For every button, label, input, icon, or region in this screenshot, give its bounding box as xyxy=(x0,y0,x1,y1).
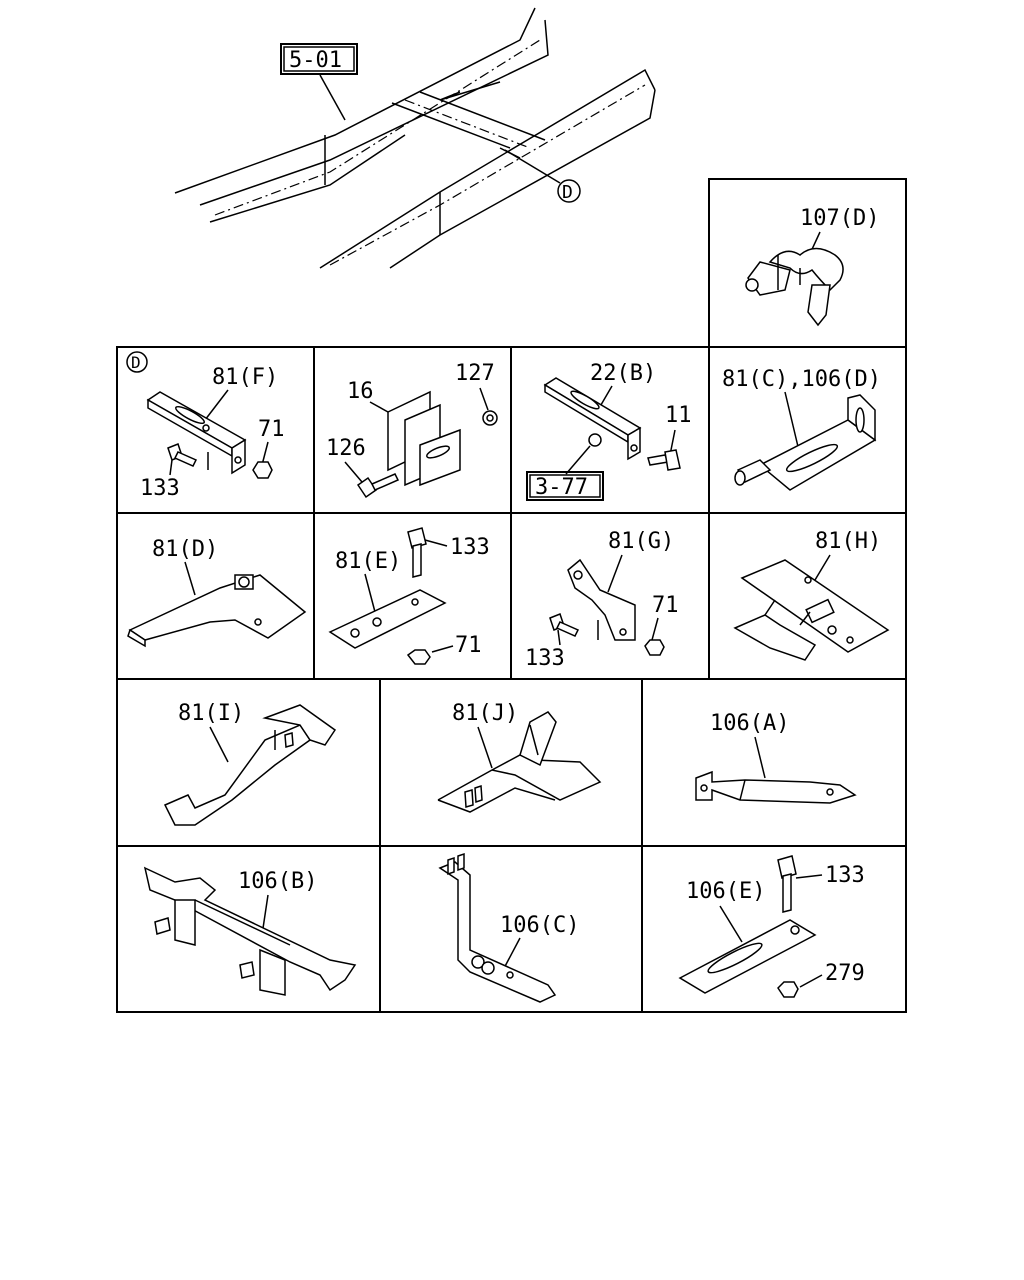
detail-marker-label: D xyxy=(562,182,573,203)
part-label-22b: 22(B) xyxy=(590,361,656,386)
cell-107d: 107(D) xyxy=(745,206,879,327)
part-label-81d: 81(D) xyxy=(152,537,218,562)
part-label-81e: 81(E) xyxy=(335,549,401,574)
part-label-81j: 81(J) xyxy=(452,701,518,726)
part-label-81c-106d: 81(C),106(D) xyxy=(722,367,881,392)
cell-106e: 106(E) 133 279 xyxy=(678,855,865,998)
part-label-81f: 81(F) xyxy=(212,365,278,390)
part-label-107d: 107(D) xyxy=(800,206,879,231)
part-number-133-g: 133 xyxy=(525,646,565,671)
part-label-106c: 106(C) xyxy=(500,913,579,938)
cell-106b: 106(B) xyxy=(143,866,357,996)
detail-marker-cell: D xyxy=(131,353,141,372)
cell-81e: 81(E) 133 71 xyxy=(328,527,490,665)
part-number-11: 11 xyxy=(665,403,692,428)
part-label-106e: 106(E) xyxy=(686,879,765,904)
part-label-81g: 81(G) xyxy=(608,529,674,554)
cell-81j: 81(J) xyxy=(437,701,602,813)
grid-lines xyxy=(116,178,907,1013)
cell-81g: 81(G) 71 133 xyxy=(525,529,679,671)
cell-81c-106d: 81(C),106(D) xyxy=(722,367,881,491)
cell-81h: 81(H) xyxy=(733,529,890,661)
part-number-71: 71 xyxy=(258,417,285,442)
part-number-71-g: 71 xyxy=(652,593,679,618)
cell-81i: 81(I) xyxy=(163,701,337,826)
part-number-127: 127 xyxy=(455,361,495,386)
part-label-81i: 81(I) xyxy=(178,701,244,726)
part-number-133: 133 xyxy=(140,476,180,501)
sub-ref-label: 3-77 xyxy=(535,475,588,500)
cell-22b: 22(B) 11 3-77 xyxy=(526,361,692,501)
cell-106a: 106(A) xyxy=(695,711,857,804)
cell-81d: 81(D) xyxy=(127,537,307,648)
part-label-106b: 106(B) xyxy=(238,869,317,894)
cell-106c: 106(C) xyxy=(438,852,579,1003)
cell-16: 16 127 126 xyxy=(326,361,498,499)
cell-81f: D 81(F) 71 133 xyxy=(126,351,285,501)
part-label-16: 16 xyxy=(347,379,374,404)
part-label-81h: 81(H) xyxy=(815,529,881,554)
part-number-126: 126 xyxy=(326,436,366,461)
frame-overview: 5-01 D xyxy=(174,7,656,269)
part-number-133-e: 133 xyxy=(450,535,490,560)
part-number-71-e: 71 xyxy=(455,633,482,658)
part-number-133-e2: 133 xyxy=(825,863,865,888)
part-label-106a: 106(A) xyxy=(710,711,789,736)
part-number-279: 279 xyxy=(825,961,865,986)
frame-ref-label: 5-01 xyxy=(289,48,342,73)
